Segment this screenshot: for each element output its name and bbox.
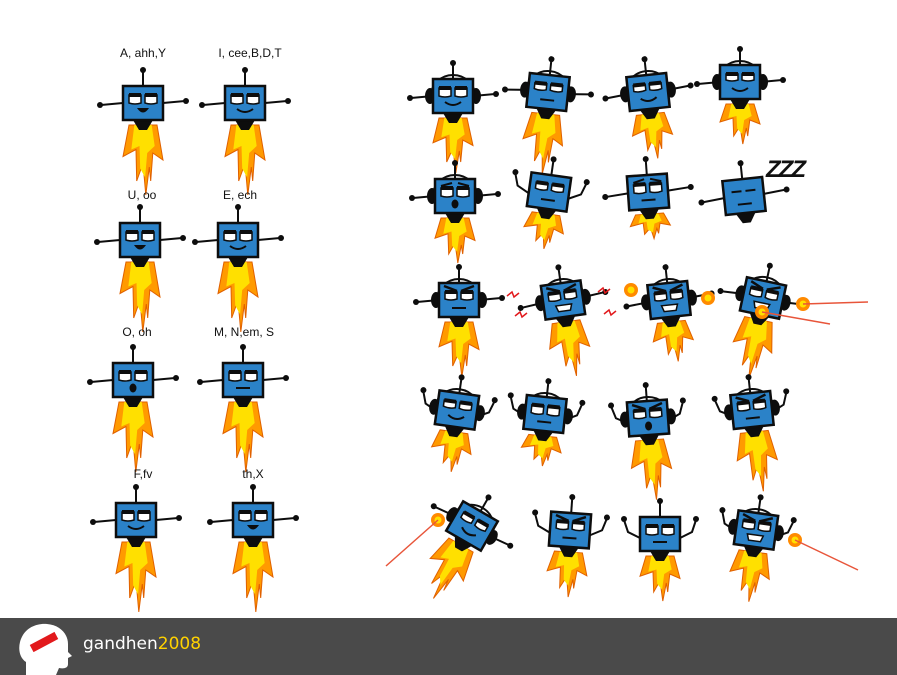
- brand-year: 2008: [157, 634, 202, 654]
- gandhen-logo-icon: [19, 623, 72, 675]
- robot-sprite: [711, 374, 790, 492]
- robot-sprite: [197, 344, 289, 473]
- robot-sprite: [502, 56, 594, 174]
- robot-sprite: [199, 67, 291, 196]
- robot-sprite: [512, 156, 590, 250]
- robot-sprite: [719, 494, 797, 602]
- viseme-label-i: I, cee,B,D,T: [218, 46, 282, 60]
- brand-name: gandhen: [83, 634, 158, 654]
- robot-sprite: [90, 484, 182, 613]
- laser-beam: [802, 301, 869, 305]
- brand-wordmark: gandhen2008: [83, 634, 201, 654]
- robot-sprite: [420, 374, 498, 472]
- viseme-label-m: M, N,em, S: [213, 325, 275, 339]
- laser-beam: [761, 311, 831, 325]
- robot-sprite: [94, 204, 186, 333]
- laser-beam: [794, 539, 859, 571]
- robot-sprite: [621, 498, 699, 602]
- robot-sprite: [507, 378, 586, 467]
- robot-sprite: [87, 344, 179, 473]
- robot-sprite: [413, 264, 505, 378]
- viseme-label-th: th,X: [242, 467, 264, 481]
- robot-sprite: [517, 264, 609, 376]
- robot-sprite: [97, 67, 189, 196]
- robot-sprite: [409, 160, 501, 264]
- viseme-label-o: O, oh: [122, 325, 152, 339]
- robot-sprite: [192, 204, 284, 333]
- robot-sprite-layer: [87, 46, 869, 613]
- robot-sprite: [429, 494, 514, 599]
- robot-sprite: [532, 494, 610, 598]
- robot-sprite: [407, 60, 499, 174]
- viseme-label-u: U, oo: [127, 188, 157, 202]
- robot-sprite: [717, 262, 809, 379]
- robot-sprite: [698, 160, 790, 224]
- footer-bar: [0, 618, 897, 675]
- character-sheet: A, ahh,Y I, cee,B,D,T U, oo E, ech O, oh…: [87, 46, 869, 613]
- sleep-zzz: ZZZ: [766, 156, 806, 183]
- laser-beam: [385, 519, 439, 567]
- robot-sprite: [207, 484, 299, 613]
- robot-sprite: [602, 156, 694, 241]
- effects-layer: [385, 283, 869, 571]
- robot-sprite: [602, 56, 694, 159]
- viseme-label-f: F,fv: [133, 467, 153, 481]
- robot-sprite: [608, 382, 686, 500]
- robot-sprite: [694, 46, 786, 145]
- viseme-label-e: E, ech: [222, 188, 258, 202]
- viseme-label-a: A, ahh,Y: [119, 46, 167, 60]
- robot-sprite: [623, 264, 715, 362]
